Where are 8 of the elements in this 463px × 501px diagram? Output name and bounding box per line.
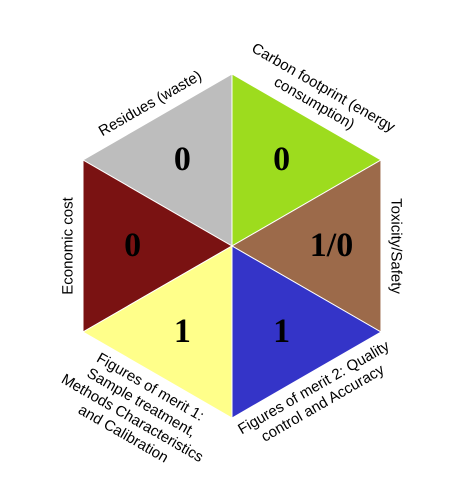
score-value: 1	[174, 315, 191, 349]
criterion-label: Economic cost	[59, 196, 78, 297]
criterion-label: Toxicity/Safety	[386, 197, 405, 296]
score-value: 1/0	[310, 229, 354, 263]
score-value: 0	[174, 143, 191, 177]
score-value: 0	[273, 143, 290, 177]
score-value: 0	[124, 229, 142, 263]
score-value: 1	[273, 315, 290, 349]
